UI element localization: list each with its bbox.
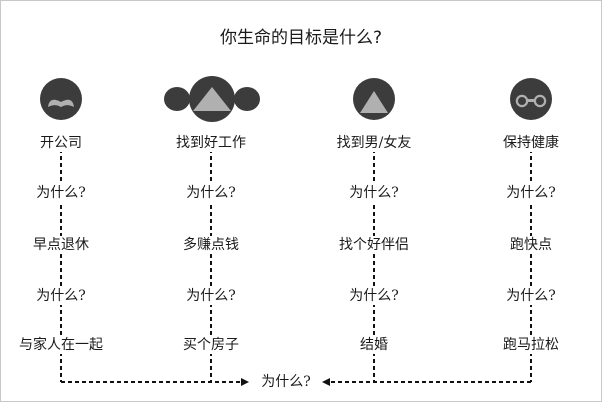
- goal-label-2: 找到好工作: [173, 134, 249, 152]
- means-label-3: 找个好伴侣: [336, 236, 412, 254]
- goal-label-1: 开公司: [37, 134, 85, 152]
- goal-label-3: 找到男/女友: [333, 134, 415, 152]
- why-label-2b: 为什么?: [183, 287, 239, 305]
- result-label-3: 结婚: [357, 336, 391, 354]
- result-label-2: 买个房子: [180, 336, 242, 354]
- why-label-4a: 为什么?: [503, 184, 559, 202]
- goal-label-4: 保持健康: [500, 134, 562, 152]
- why-label-4b: 为什么?: [503, 287, 559, 305]
- why-label-2a: 为什么?: [183, 184, 239, 202]
- why-label-3b: 为什么?: [346, 287, 402, 305]
- result-label-1: 与家人在一起: [16, 336, 106, 354]
- means-label-2: 多赚点钱: [180, 236, 242, 254]
- bald-mustache-face-icon: [40, 78, 82, 120]
- pigtails-girl-face-icon: [164, 76, 260, 122]
- why-label-1b: 为什么?: [33, 287, 89, 305]
- means-label-1: 早点退休: [30, 236, 92, 254]
- long-hair-face-icon: [353, 78, 395, 120]
- means-label-4: 跑快点: [507, 236, 555, 254]
- why-label-1a: 为什么?: [33, 184, 89, 202]
- bottom-question: 为什么?: [258, 373, 314, 391]
- why-label-3a: 为什么?: [346, 184, 402, 202]
- result-label-4: 跑马拉松: [500, 336, 562, 354]
- diagram-title: 你生命的目标是什么?: [219, 28, 383, 48]
- glasses-face-icon: [510, 78, 552, 120]
